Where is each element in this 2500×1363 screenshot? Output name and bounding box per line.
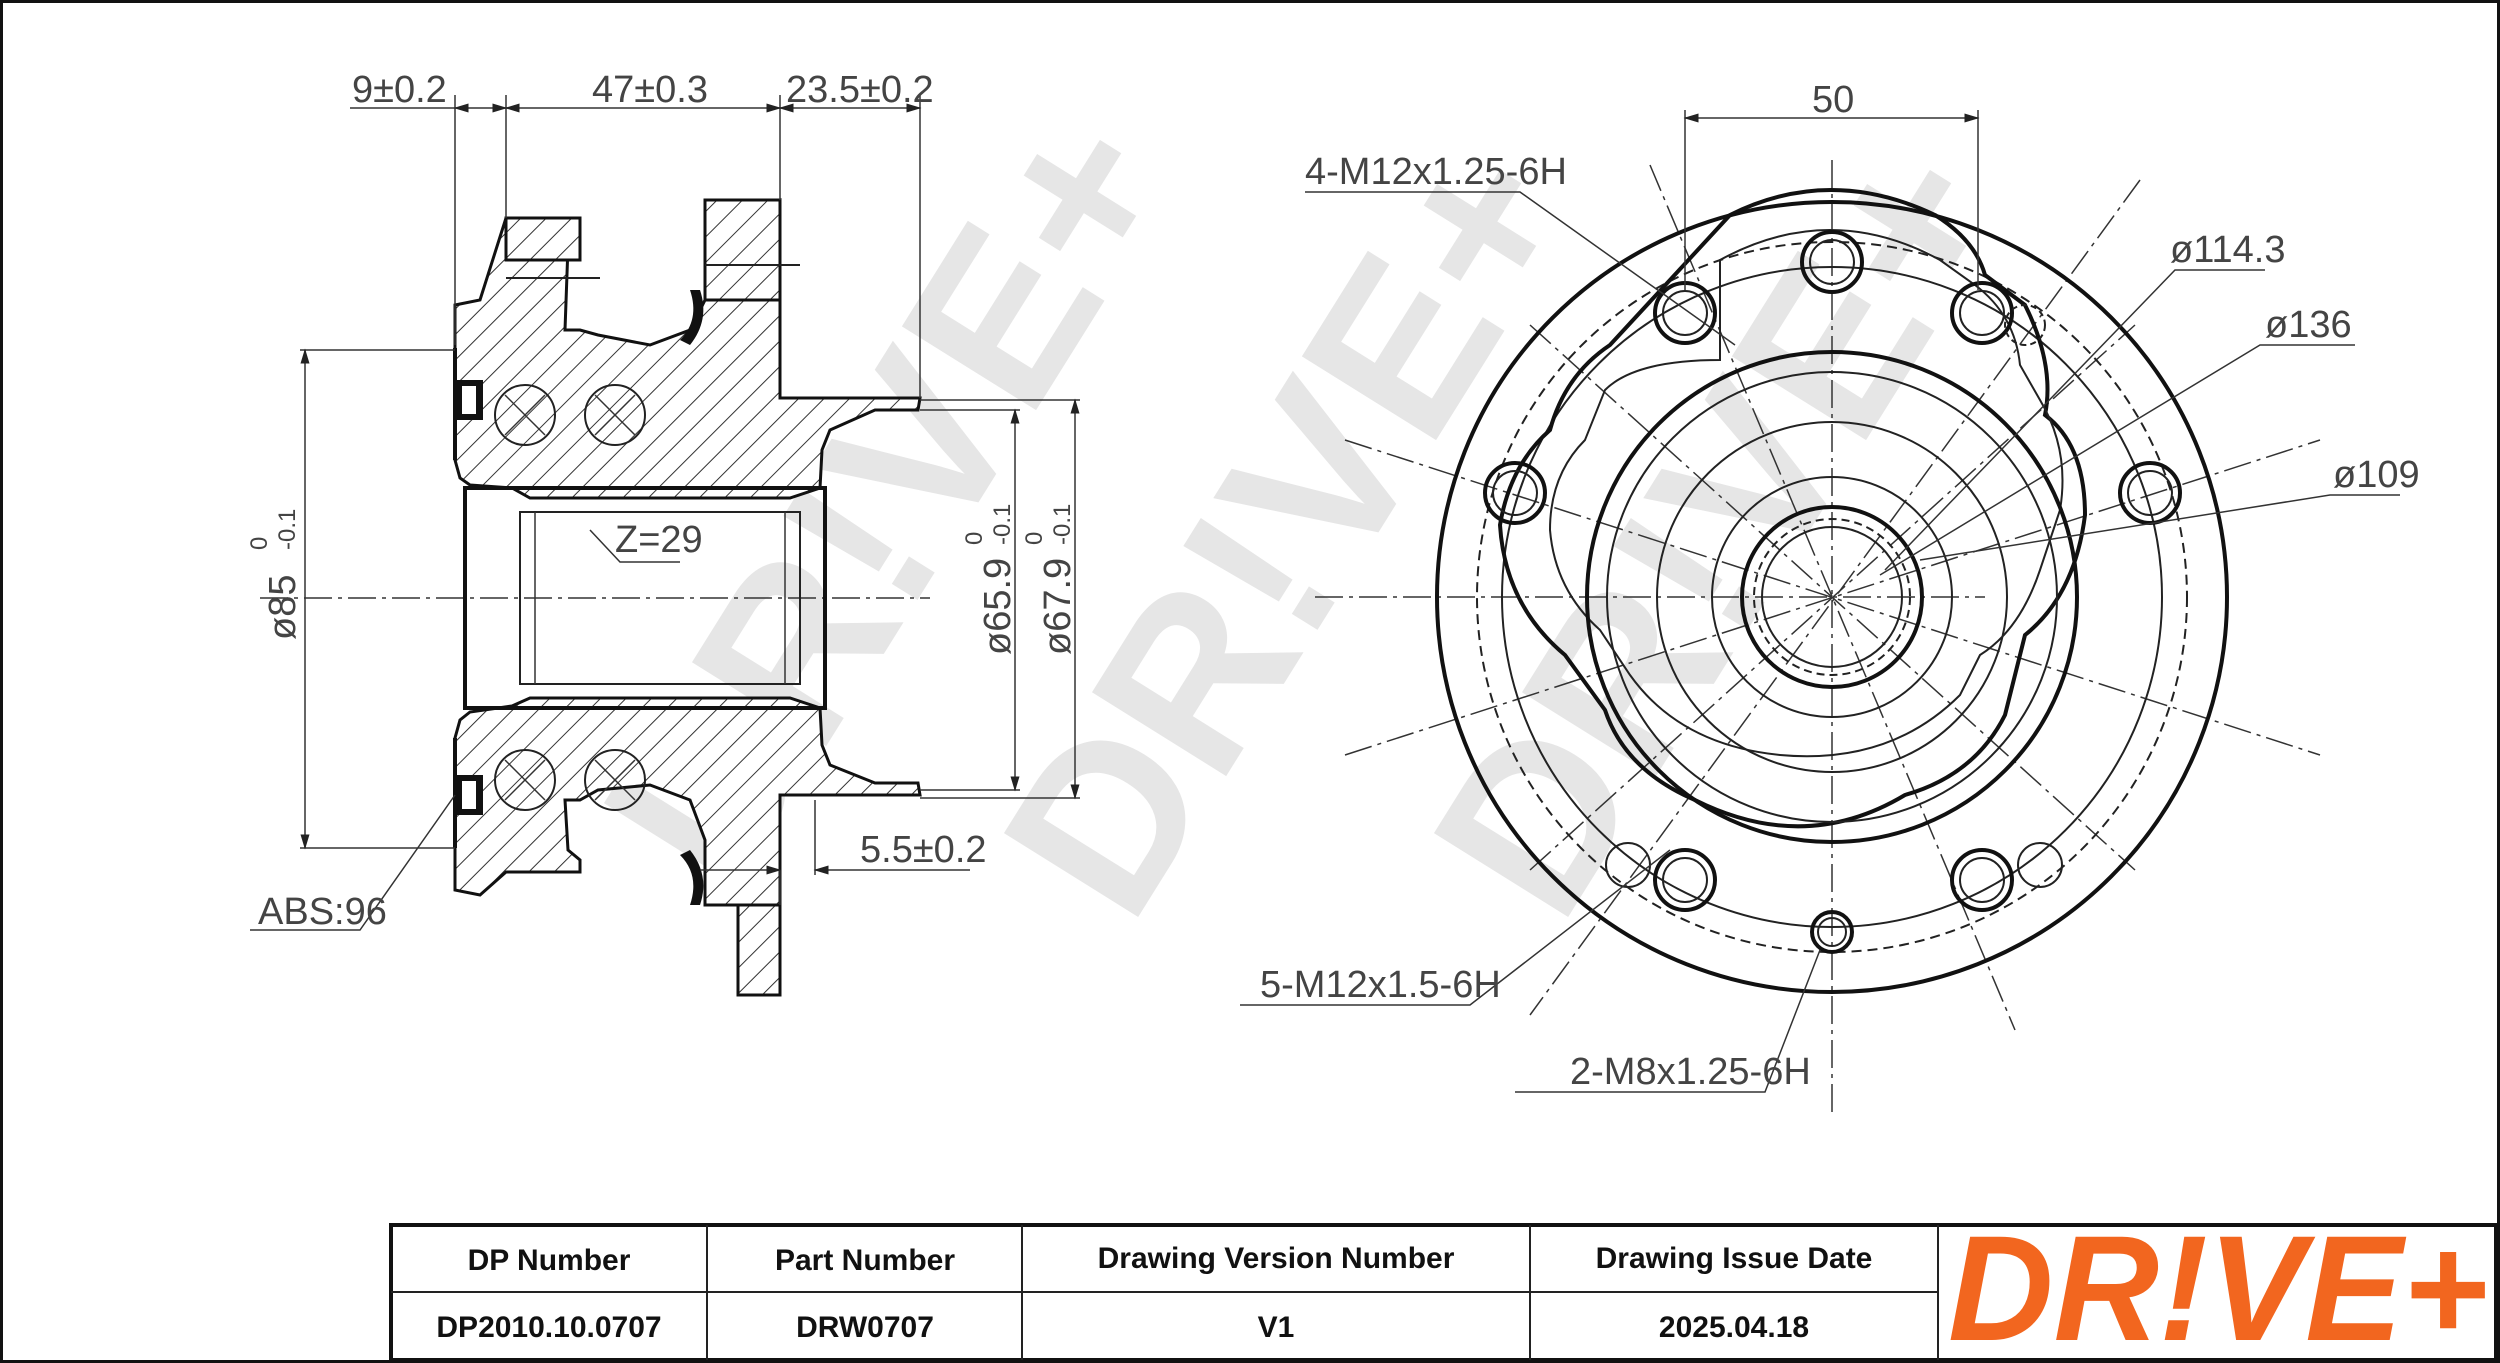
dim-outer-diameter: ø85 — [262, 575, 304, 640]
dim-width-c: 23.5±0.2 — [786, 69, 934, 111]
label-thread-b: 5-M12x1.5-6H — [1260, 964, 1501, 1006]
side-section-view: Z=29 9±0.2 47±0.3 23.5±0.2 — [246, 69, 1080, 997]
front-view: 50 4-M12x1.25-6H ø114.3 ø136 ø109 5-M12x… — [1240, 79, 2420, 1115]
dim-outer-tol-up: 0 — [246, 537, 273, 550]
dim-bore-b-tol-up: 0 — [1021, 532, 1048, 545]
dim-width-a: 9±0.2 — [352, 69, 447, 111]
header-issue-date: Drawing Issue Date — [1596, 1242, 1873, 1275]
abs-label: ABS:96 — [258, 891, 387, 933]
title-block: DP Number Part Number Drawing Version Nu… — [389, 1204, 2498, 1363]
header-dp-number: DP Number — [468, 1244, 631, 1277]
label-pcd: ø114.3 — [2170, 229, 2285, 271]
header-part-number: Part Number — [775, 1244, 955, 1277]
spline-count-label: Z=29 — [615, 519, 703, 561]
dim-bore-b-tol-low: -0.1 — [1049, 504, 1076, 545]
dim-bore-a-tol-up: 0 — [961, 532, 988, 545]
header-version: Drawing Version Number — [1098, 1242, 1455, 1275]
dim-outer-tol-low: -0.1 — [274, 509, 301, 550]
dim-bore-a: ø65.9 — [977, 558, 1019, 655]
brand-logo: DR!VE+ — [1948, 1204, 2488, 1363]
value-issue-date: 2025.04.18 — [1659, 1311, 1809, 1344]
dim-bore-a-tol-low: -0.1 — [989, 504, 1016, 545]
dim-pitch: 50 — [1812, 79, 1854, 121]
value-version: V1 — [1258, 1311, 1295, 1344]
label-thread-c: 2-M8x1.25-6H — [1570, 1051, 1811, 1093]
value-dp-number: DP2010.10.0707 — [436, 1311, 661, 1344]
label-dia-109: ø109 — [2333, 454, 2420, 496]
dim-flange-thickness: 5.5±0.2 — [860, 829, 987, 871]
label-dia-136: ø136 — [2265, 304, 2352, 346]
dim-bore-b: ø67.9 — [1037, 558, 1079, 655]
dim-width-b: 47±0.3 — [592, 69, 708, 111]
label-thread-a: 4-M12x1.25-6H — [1305, 151, 1567, 193]
value-part-number: DRW0707 — [796, 1311, 934, 1344]
